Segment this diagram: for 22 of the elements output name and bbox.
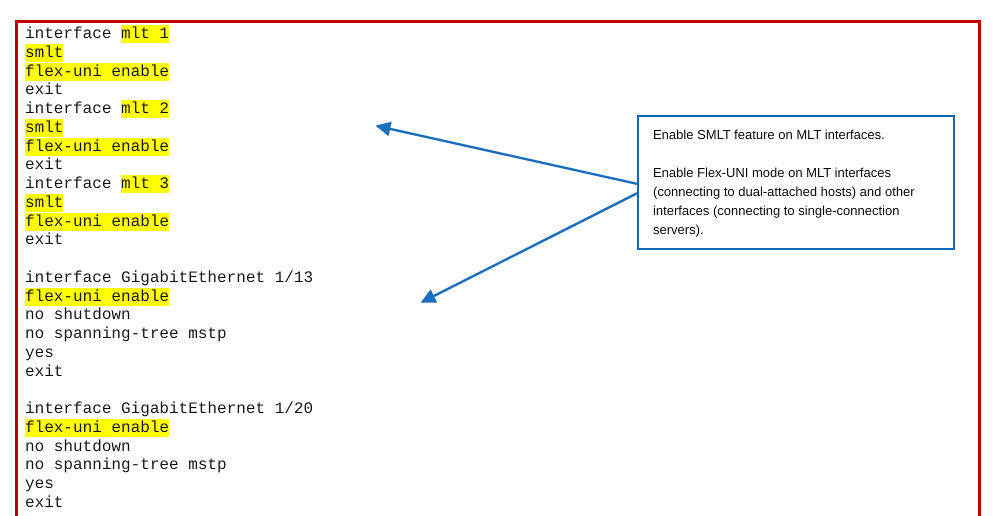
code-line: no shutdown (25, 438, 131, 456)
code-line: exit (25, 156, 64, 174)
code-line: interface GigabitEthernet 1/13 (25, 268, 314, 287)
code-line: no spanning-tree mstp (25, 456, 227, 474)
leader-arrow (376, 122, 638, 186)
code-line: interface GigabitEthernet 1/20 (25, 400, 314, 418)
callout-text: Enable Flex-UNI mode on MLT interfaces (connecting to dual-attached hosts) and other interfaces (connecting to single-connection servers). (653, 164, 916, 239)
code-line: yes (25, 475, 54, 493)
code-line: no spanning-tree mstp (25, 325, 227, 343)
code-line: interface mlt 3 (25, 175, 170, 193)
code-panel (15, 20, 981, 516)
code-line: exit (25, 494, 64, 512)
code-line: exit (25, 81, 64, 100)
code-line: no shutdown (25, 306, 131, 324)
leader-arrow (420, 192, 638, 304)
code-line: exit (25, 231, 64, 250)
code-line: interface mlt 2 (25, 100, 170, 118)
code-line: exit (25, 362, 64, 380)
code-line: interface mlt 1 (25, 25, 170, 43)
callout-box (637, 115, 955, 250)
code-line: yes (25, 344, 54, 362)
callout-text: Enable SMLT feature on MLT interfaces. (653, 126, 886, 144)
